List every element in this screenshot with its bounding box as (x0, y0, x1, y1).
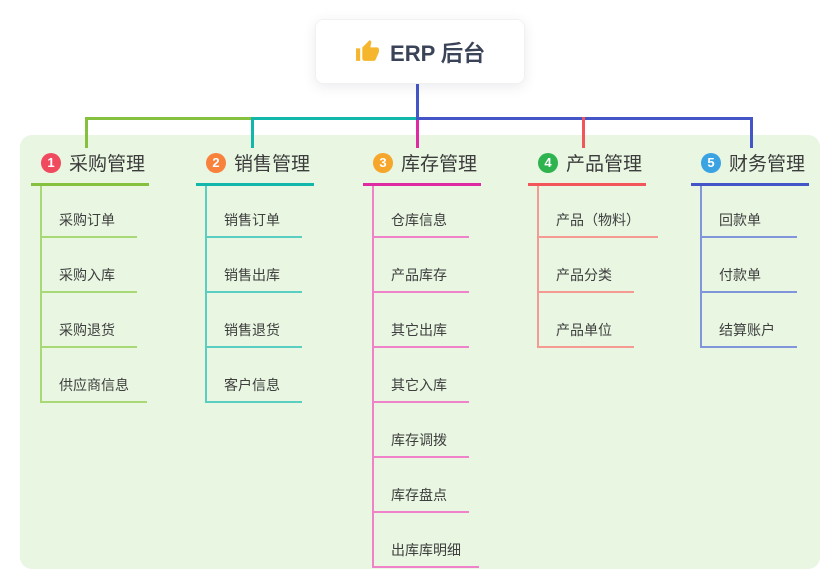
mindmap-node[interactable]: 产品库存 (374, 238, 469, 293)
root-stem-line (416, 82, 419, 118)
branch-label: 产品管理 (566, 154, 643, 175)
mindmap-node[interactable]: 仓库信息 (374, 186, 469, 238)
branch-column-5: 5 财务管理回款单付款单结算账户 (691, 147, 810, 348)
branch-drop-line-5 (750, 117, 753, 148)
mindmap-node[interactable]: 回款单 (702, 186, 797, 238)
root-node[interactable]: ERP 后台 (315, 19, 525, 84)
mindmap-node[interactable]: 结算账户 (702, 293, 797, 348)
mindmap-node[interactable]: 客户信息 (207, 348, 302, 403)
branch-number-badge: 5 (701, 152, 721, 173)
branch-drop-line-3 (416, 120, 419, 148)
mindmap-node[interactable]: 产品（物料） (539, 186, 658, 238)
branch-label: 库存管理 (401, 154, 478, 175)
mindmap-node[interactable]: 库存盘点 (374, 458, 469, 513)
branch-header-4[interactable]: 4 产品管理 (528, 147, 647, 186)
mindmap-node[interactable]: 其它入库 (374, 348, 469, 403)
branch-number-badge: 4 (538, 152, 558, 173)
top-connector-left (85, 117, 254, 120)
mindmap-node[interactable]: 销售出库 (207, 238, 302, 293)
branch-label: 财务管理 (729, 154, 806, 175)
branch-column-3: 3 库存管理仓库信息产品库存其它出库其它入库库存调拨库存盘点出库库明细 (363, 147, 482, 568)
branch-number-badge: 1 (41, 152, 61, 173)
branches-panel (20, 135, 820, 569)
branch-header-1[interactable]: 1 采购管理 (31, 147, 150, 186)
branch-number-badge: 2 (206, 152, 226, 173)
branch-drop-line-4 (582, 117, 585, 148)
branch-column-2: 2 销售管理销售订单销售出库销售退货客户信息 (196, 147, 315, 403)
mindmap-node[interactable]: 库存调拨 (374, 403, 469, 458)
branch-column-4: 4 产品管理产品（物料）产品分类产品单位 (528, 147, 658, 348)
mindmap-node[interactable]: 产品单位 (539, 293, 634, 348)
mindmap-node[interactable]: 采购退货 (42, 293, 137, 348)
mindmap-node[interactable]: 供应商信息 (42, 348, 147, 403)
branch-drop-line-2 (251, 117, 254, 148)
mindmap-node[interactable]: 销售订单 (207, 186, 302, 238)
branch-label: 销售管理 (234, 154, 311, 175)
thumbs-up-icon (356, 40, 379, 61)
branch-children: 采购订单采购入库采购退货供应商信息 (40, 186, 147, 403)
branch-children: 销售订单销售出库销售退货客户信息 (205, 186, 302, 403)
branch-number-badge: 3 (373, 152, 393, 173)
branch-header-3[interactable]: 3 库存管理 (363, 147, 482, 186)
mindmap-node[interactable]: 销售退货 (207, 293, 302, 348)
branch-children: 产品（物料）产品分类产品单位 (537, 186, 658, 348)
mindmap-node[interactable]: 采购入库 (42, 238, 137, 293)
branch-label: 采购管理 (69, 154, 146, 175)
mindmap-node[interactable]: 产品分类 (539, 238, 634, 293)
branch-children: 回款单付款单结算账户 (700, 186, 797, 348)
mindmap-node[interactable]: 出库库明细 (374, 513, 479, 568)
branch-header-5[interactable]: 5 财务管理 (691, 147, 810, 186)
mindmap-node[interactable]: 采购订单 (42, 186, 137, 238)
mindmap-node[interactable]: 其它出库 (374, 293, 469, 348)
root-label: ERP 后台 (390, 40, 485, 66)
branch-children: 仓库信息产品库存其它出库其它入库库存调拨库存盘点出库库明细 (372, 186, 479, 568)
top-connector-mid (251, 117, 419, 120)
branch-drop-line-1 (85, 117, 88, 148)
branch-header-2[interactable]: 2 销售管理 (196, 147, 315, 186)
branch-column-1: 1 采购管理采购订单采购入库采购退货供应商信息 (31, 147, 150, 403)
mindmap-node[interactable]: 付款单 (702, 238, 797, 293)
